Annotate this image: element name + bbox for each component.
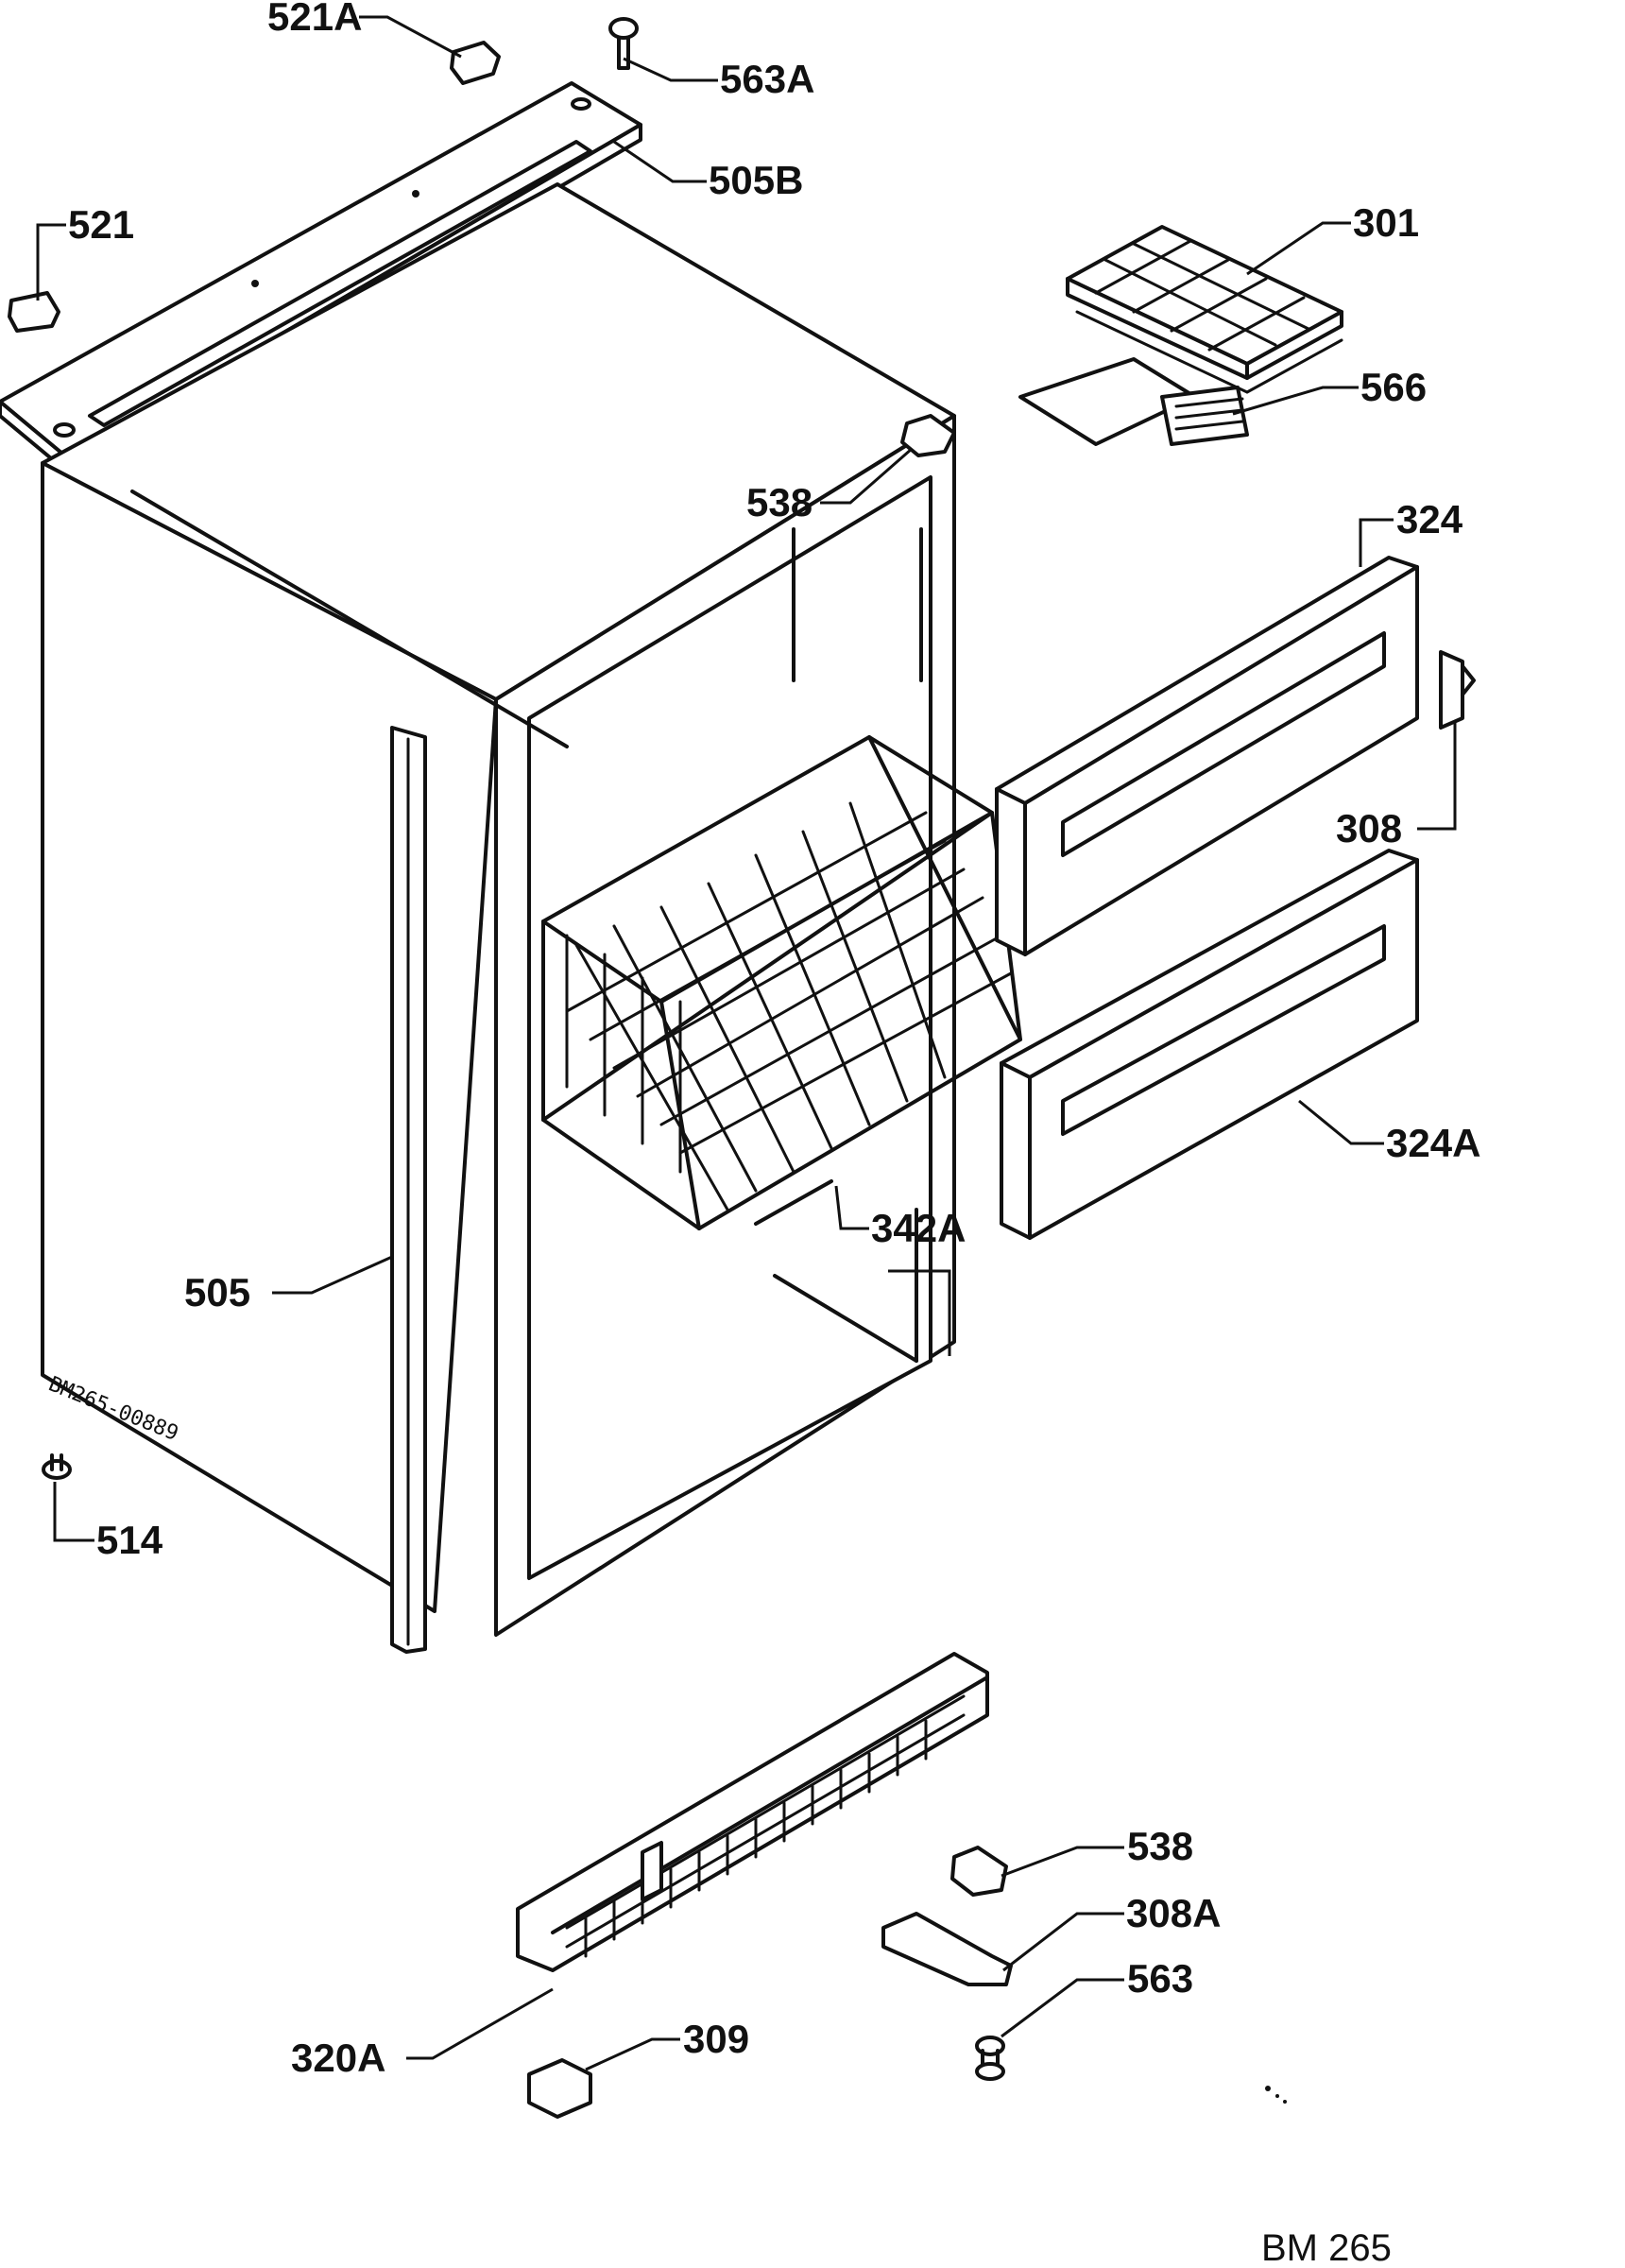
label-521a: 521A (267, 0, 362, 39)
screw-part-563 (975, 2036, 1005, 2081)
label-563: 563 (1127, 1956, 1193, 2001)
hinge-clip-part-308 (1439, 650, 1476, 730)
hinge-bracket-part-308a (881, 1912, 1013, 1986)
label-308: 308 (1336, 806, 1402, 850)
diagram-reference: BM 265 (1261, 2227, 1392, 2268)
label-514: 514 (96, 1518, 163, 1562)
label-505: 505 (184, 1270, 250, 1314)
hinge-bushing-part-538-top (900, 414, 956, 457)
foot-part-514 (42, 1453, 72, 1480)
label-342a: 342A (871, 1206, 966, 1250)
label-308a: 308A (1126, 1891, 1221, 1935)
label-538-bottom: 538 (1127, 1824, 1193, 1868)
speck-mark (1265, 2086, 1287, 2104)
bottom-grille-part-320a (516, 1652, 989, 1972)
label-566: 566 (1360, 365, 1427, 409)
clip-part-309 (527, 2058, 592, 2119)
part-labels: 521A 563A 505B 521 301 566 538 324 308 3… (68, 0, 1480, 2080)
drawer-front-part-324 (995, 556, 1419, 956)
label-320a: 320A (291, 2036, 385, 2080)
label-309: 309 (683, 2017, 749, 2061)
label-324: 324 (1396, 497, 1463, 541)
label-324a: 324A (1386, 1121, 1480, 1165)
screw-part-563a (608, 17, 639, 70)
label-521: 521 (68, 202, 134, 247)
cap-part-521 (8, 291, 60, 333)
label-563a: 563A (720, 57, 814, 101)
leader-lines (36, 15, 1457, 2071)
cap-part-521a (450, 41, 501, 85)
cabinet-body (41, 182, 956, 1654)
label-505b: 505B (709, 158, 803, 202)
wire-basket-part-342a (541, 735, 1022, 1230)
ice-scoop-part-566 (1018, 357, 1249, 446)
label-301: 301 (1353, 200, 1419, 245)
drawer-front-part-324a (1000, 849, 1419, 1240)
ice-tray-part-301 (1066, 225, 1343, 394)
hinge-bushing-part-538-bottom (950, 1846, 1008, 1897)
label-538-top: 538 (746, 480, 812, 524)
